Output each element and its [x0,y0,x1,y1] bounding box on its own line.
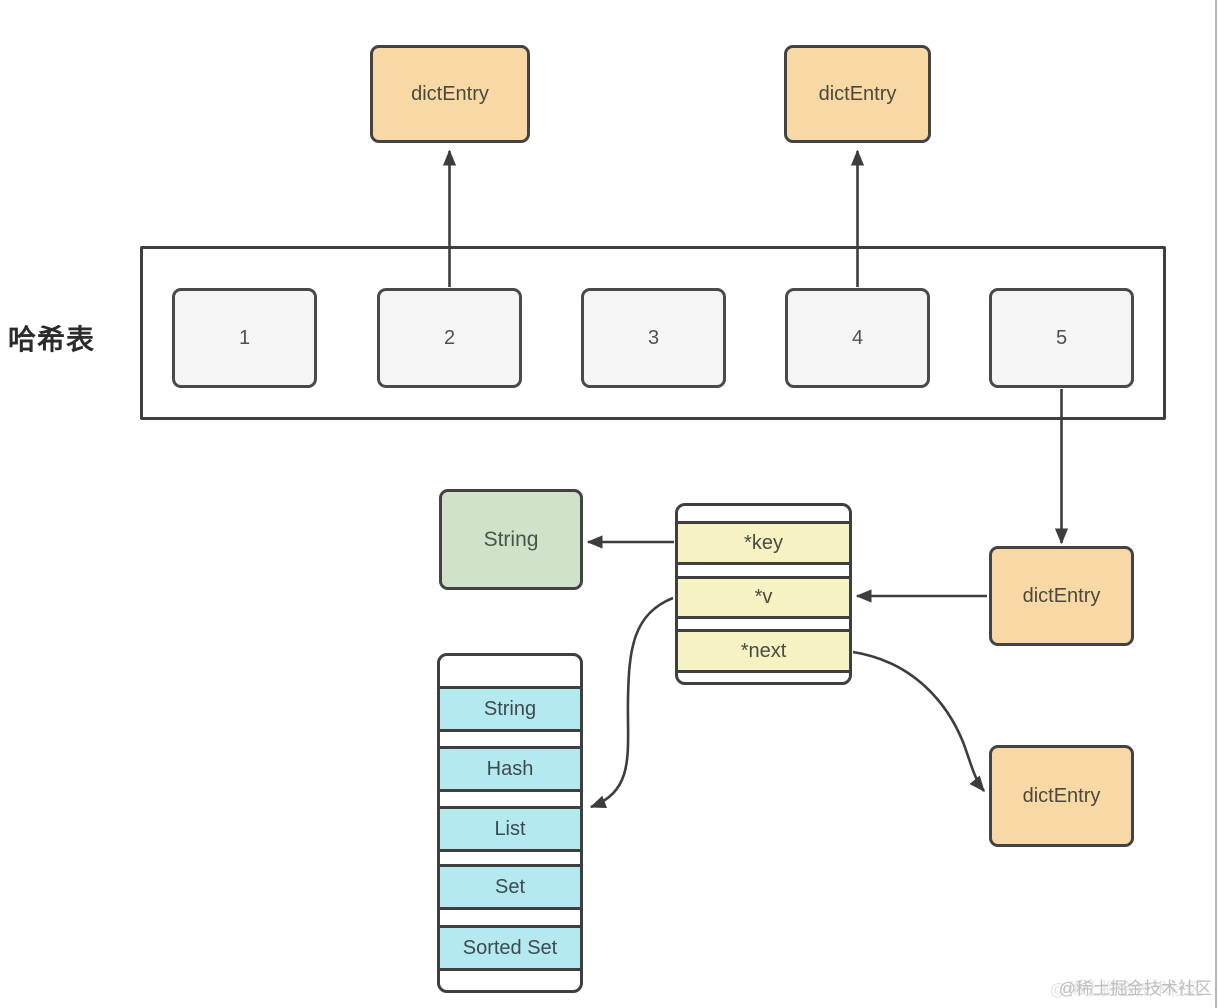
arrow-v-to-list-icon [589,596,674,809]
string-value-box: String [439,489,583,590]
dict-entry-bottom: dictEntry [989,745,1134,847]
right-edge-strip [1215,0,1217,1008]
watermark: @稀土掘金技术社区 [1058,979,1212,998]
value-type-string: String [437,686,583,732]
value-type-sorted-set: Sorted Set [437,925,583,971]
hash-table-label: 哈希表 [8,324,96,355]
hash-slot-1: 1 [172,288,317,388]
dict-entry-mid: dictEntry [989,546,1134,646]
struct-field-next: *next [675,629,852,673]
struct-field-key: *key [675,521,852,565]
hash-slot-3: 3 [581,288,726,388]
hash-slot-4: 4 [785,288,930,388]
arrow-next-to-dictentry-icon [852,650,986,793]
value-type-set: Set [437,864,583,910]
value-type-list: List [437,806,583,852]
struct-field-v: *v [675,576,852,619]
value-type-hash: Hash [437,746,583,792]
hash-slot-5: 5 [989,288,1134,388]
dict-entry-top-right: dictEntry [784,45,931,143]
dict-entry-struct: *key *v *next [675,503,852,685]
dict-entry-top-left: dictEntry [370,45,530,143]
value-type-stack: String Hash List Set Sorted Set [437,653,583,993]
hash-slot-2: 2 [377,288,522,388]
